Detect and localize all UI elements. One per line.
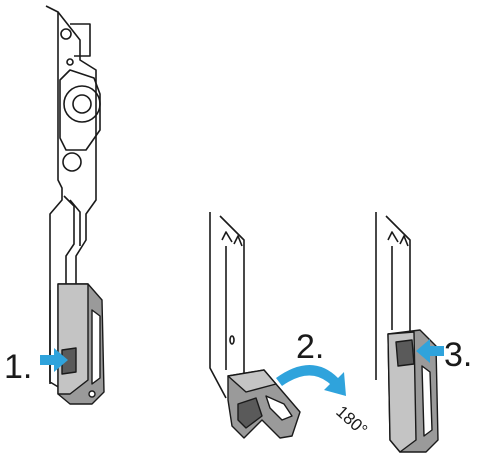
step3-clip xyxy=(387,329,439,453)
step2-top-detail xyxy=(221,231,243,247)
bracket-hole-mid xyxy=(66,58,74,66)
clip1-slot xyxy=(91,309,101,385)
bracket-top-tab xyxy=(70,23,91,57)
step3-bracket xyxy=(375,212,411,380)
clip3-latch xyxy=(395,339,415,367)
bracket-hole-top xyxy=(60,28,72,40)
bracket-lower-boss xyxy=(62,152,82,172)
step3-plate-right xyxy=(385,215,411,360)
step1-bracket-assembly xyxy=(45,5,101,389)
clip2-dark-face xyxy=(237,397,263,429)
step2-plate-left xyxy=(209,212,227,399)
bracket-plate-right-edge xyxy=(57,11,97,290)
clip1-front-face xyxy=(57,283,89,395)
bracket-bend-lines xyxy=(63,195,81,290)
step2-hole xyxy=(229,335,235,345)
clip1-rivet xyxy=(88,390,96,398)
clip2-top-face xyxy=(227,369,277,393)
step-1-label: 1. xyxy=(4,348,33,386)
rotate-arrow xyxy=(276,365,346,396)
step2-bracket xyxy=(209,212,245,399)
bracket-hinge-inner xyxy=(72,94,92,114)
clip2-hook-opening xyxy=(265,395,293,421)
step2-clip xyxy=(227,369,301,439)
step1-clip xyxy=(57,283,105,405)
step-2-label: 2. xyxy=(296,328,325,366)
step2-plate-right xyxy=(219,215,245,378)
bracket-hinge-outer xyxy=(63,85,101,123)
step3-top-detail xyxy=(387,231,409,247)
step1-push-arrow xyxy=(40,348,68,372)
step3-push-arrow xyxy=(416,339,444,363)
step-3-label: 3. xyxy=(444,336,473,374)
bracket-hinge-housing xyxy=(59,69,101,151)
clip3-slot xyxy=(421,365,433,437)
clip1-latch xyxy=(61,347,77,375)
